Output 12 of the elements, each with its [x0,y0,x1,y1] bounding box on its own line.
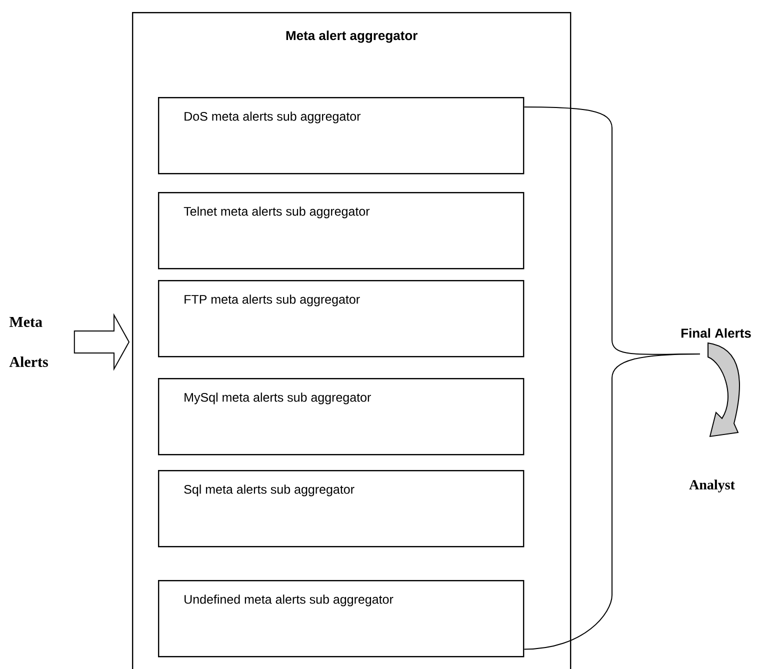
sub-aggregator-box: FTP meta alerts sub aggregator [158,280,524,358]
input-label: Meta Alerts [9,317,48,367]
sub-aggregator-box: Sql meta alerts sub aggregator [158,470,524,548]
curved-arrow [708,342,740,437]
sub-aggregator-box: DoS meta alerts sub aggregator [158,97,524,174]
sub-aggregator-box: Telnet meta alerts sub aggregator [158,192,524,270]
sub-aggregator-box: Undefined meta alerts sub aggregator [158,580,524,658]
sub-aggregator-box: MySql meta alerts sub aggregator [158,378,524,456]
brace-line [524,353,700,650]
analyst-label: Analyst [689,480,735,492]
block-arrow [74,313,130,371]
output-label: Final Alerts [681,328,751,338]
